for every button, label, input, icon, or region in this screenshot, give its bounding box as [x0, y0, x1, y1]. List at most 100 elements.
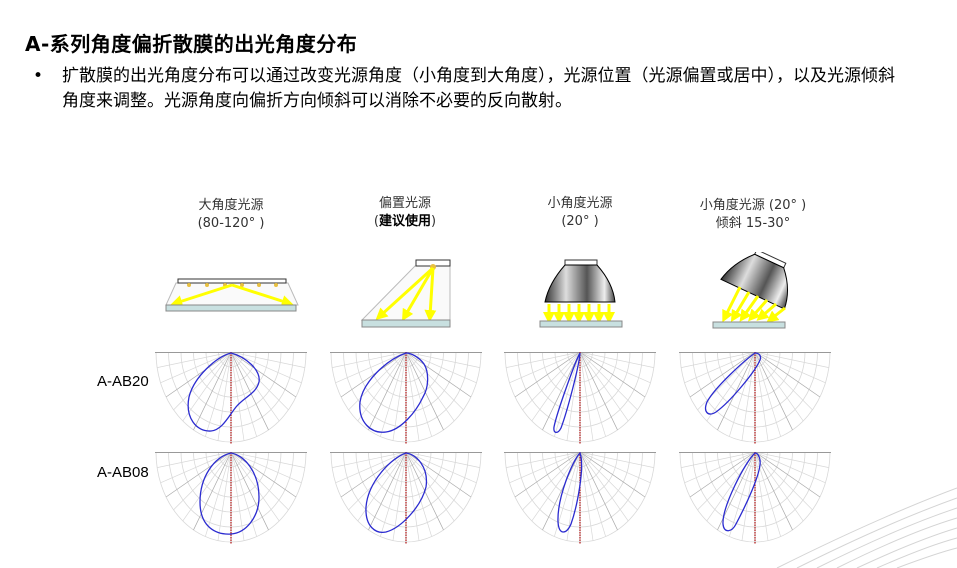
grid-spoke [405, 452, 455, 522]
grid-spoke [579, 352, 606, 437]
grid-spoke [509, 452, 581, 484]
intensity-curve [365, 452, 428, 533]
grid-spoke [405, 352, 464, 411]
grid-spoke [706, 352, 756, 422]
grid-spoke [754, 452, 826, 484]
grid-spoke [348, 352, 407, 411]
grid-spoke [579, 352, 646, 398]
polar-plot-ab08-tilted [679, 452, 831, 544]
paren: ( [373, 214, 379, 229]
bullet-marker: • [33, 66, 44, 86]
grid-spoke [182, 352, 232, 422]
label-line: 大角度光源 [198, 198, 264, 213]
grid-spoke [509, 352, 581, 384]
grid-spoke [522, 452, 581, 511]
grid-spoke [684, 352, 756, 384]
grid-spoke [405, 352, 432, 437]
grid-spoke [754, 352, 826, 384]
grid-spoke [193, 352, 232, 431]
grid-spoke [681, 352, 756, 368]
grid-spoke [754, 352, 804, 422]
grid-spoke [754, 352, 769, 441]
grid-spoke [566, 452, 581, 541]
grid-spoke [230, 452, 269, 531]
grid-spoke [348, 452, 407, 511]
offset-light-illustration [360, 259, 451, 328]
grid-spoke [729, 452, 756, 537]
grid-spoke [357, 352, 407, 422]
grid-spoke [506, 452, 581, 468]
polar-plot-ab08-offset [330, 452, 482, 544]
grid-spoke [380, 352, 407, 437]
grid-spoke [754, 352, 829, 368]
recommended-text: 建议使用 [378, 214, 431, 229]
grid-spoke [230, 352, 297, 398]
grid-spoke [542, 452, 581, 531]
grid-spoke [405, 352, 444, 431]
intensity-curve [557, 452, 583, 533]
grid-spoke [754, 352, 821, 398]
grid-spoke [689, 352, 756, 398]
intensity-curve [553, 352, 581, 434]
grid-spoke [335, 452, 407, 484]
grid-spoke [230, 452, 257, 537]
grid-spoke [335, 352, 407, 384]
grid-spoke [579, 452, 629, 522]
polar-plot-ab08-narrow [504, 452, 656, 544]
grid-spoke [405, 452, 477, 484]
grid-spoke [230, 352, 245, 441]
grid-spoke [160, 452, 232, 484]
grid-spoke [165, 352, 232, 398]
grid-spoke [230, 352, 305, 368]
grid-spoke [697, 352, 756, 411]
grid-spoke [405, 452, 480, 468]
grid-spoke [332, 352, 407, 368]
grid-spoke [741, 452, 756, 541]
grid-spoke [165, 452, 232, 498]
grid-spoke [157, 452, 232, 468]
label-line: 小角度光源 (20° ) [699, 198, 807, 213]
grid-spoke [754, 352, 813, 411]
grid-spoke [522, 352, 581, 411]
grid-spoke [579, 452, 638, 511]
label-line: 倾斜 15-30° [715, 216, 791, 231]
grid-spoke [579, 352, 638, 411]
grid-spoke [380, 452, 407, 537]
grid-spoke [405, 352, 472, 398]
intensity-curve [704, 352, 762, 415]
polar-plot-ab20-offset [330, 352, 482, 444]
grid-spoke [405, 452, 432, 537]
grid-spoke [514, 352, 581, 398]
grid-spoke [230, 452, 245, 541]
wide-angle-light-illustration [165, 278, 299, 312]
grid-spoke [392, 352, 407, 441]
label-line: 偏置光源 [378, 196, 431, 211]
column-label-narrow: 小角度光源 (20° ) [505, 195, 655, 231]
narrow-light-illustration [539, 259, 623, 328]
slide-title: A-系列角度偏折散膜的出光角度分布 [25, 32, 358, 56]
grid-spoke [230, 352, 280, 422]
grid-spoke [754, 452, 821, 498]
column-label-tilted: 小角度光源 (20° ) 倾斜 15-30° [678, 197, 828, 233]
grid-spoke [531, 352, 581, 422]
grid-spoke [579, 352, 618, 431]
label-line: (20° ) [561, 214, 599, 229]
label-line: (建议使用) [330, 213, 480, 231]
grid-spoke [182, 452, 232, 522]
grid-spoke [542, 352, 581, 431]
intensity-curve [722, 452, 761, 532]
grid-spoke [697, 452, 756, 511]
grid-spoke [689, 452, 756, 498]
column-label-wide-angle: 大角度光源 (80-120° ) [156, 197, 306, 233]
grid-spoke [405, 352, 420, 441]
grid-spoke [754, 452, 804, 522]
grid-spoke [514, 452, 581, 498]
bullet-text: 扩散膜的出光角度分布可以通过改变光源角度（小角度到大角度），光源位置（光源偏置或… [62, 66, 895, 111]
intensity-curve [187, 352, 260, 432]
grid-spoke [754, 452, 769, 541]
grid-spoke [217, 352, 232, 441]
grid-spoke [681, 452, 756, 468]
row-label-ab20: A-AB20 [97, 373, 149, 390]
grid-spoke [230, 452, 302, 484]
grid-spoke [205, 352, 232, 437]
